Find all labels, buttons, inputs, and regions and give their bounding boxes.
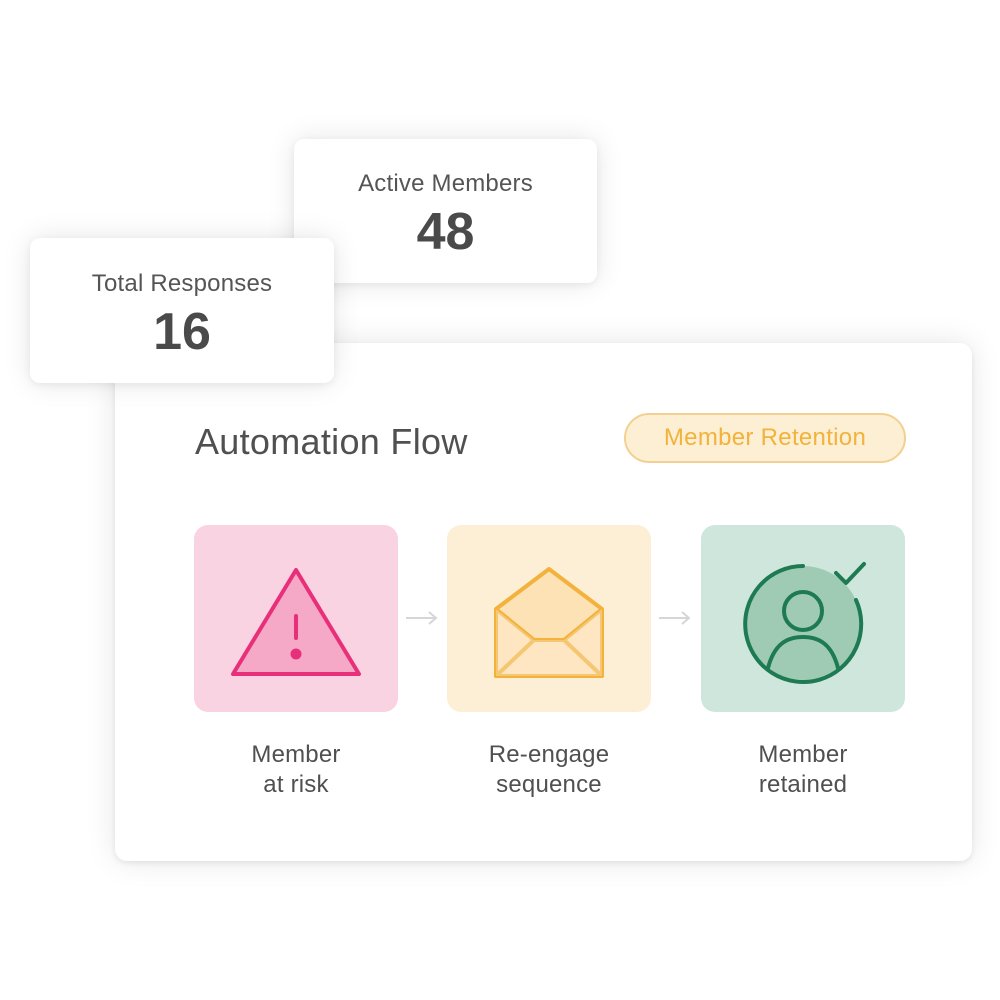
active-members-label: Active Members: [358, 170, 533, 197]
step-label-line: sequence: [496, 771, 602, 798]
arrow-right-icon: [659, 611, 691, 625]
step-label-line: Member: [251, 741, 341, 768]
user-check-icon: [743, 561, 866, 684]
step-member-at-risk[interactable]: [194, 525, 398, 712]
step-label-re-engage-sequence: Re-engage sequence: [447, 740, 651, 800]
step-re-engage-sequence[interactable]: [447, 525, 651, 712]
active-members-value: 48: [416, 203, 475, 261]
automation-flow-card: Automation Flow Member Retention: [115, 343, 972, 861]
member-retention-badge[interactable]: Member Retention: [624, 413, 906, 463]
arrow-right-icon: [406, 611, 438, 625]
total-responses-value: 16: [153, 302, 211, 361]
step-label-line: at risk: [263, 771, 329, 798]
active-members-card: Active Members 48: [294, 139, 597, 283]
warning-triangle-icon: [231, 567, 361, 676]
step-label-line: Re-engage: [488, 741, 610, 768]
flow-title: Automation Flow: [195, 421, 468, 462]
step-label-line: retained: [758, 771, 848, 798]
step-member-retained[interactable]: [701, 525, 905, 712]
step-label-member-at-risk: Member at risk: [194, 740, 398, 800]
total-responses-label: Total Responses: [91, 269, 273, 297]
step-label-line: Member: [758, 741, 848, 768]
open-envelope-icon: [494, 566, 604, 678]
total-responses-card: Total Responses 16: [30, 238, 334, 383]
step-label-member-retained: Member retained: [701, 740, 905, 800]
